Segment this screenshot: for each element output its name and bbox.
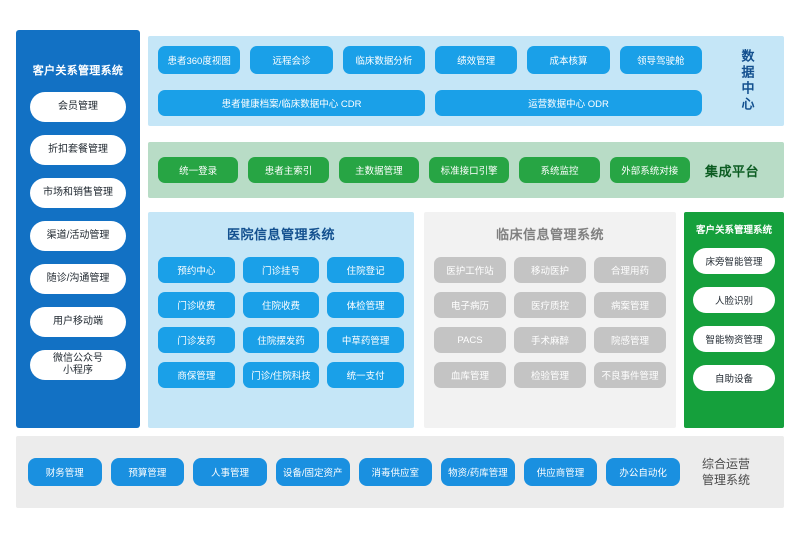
cis-chip-blood-bank[interactable]: 血库管理 [434, 362, 506, 388]
operations-bar-section: 财务管理 预算管理 人事管理 设备/固定资产 消毒供应室 物资/药库管理 供应商… [16, 436, 784, 508]
his-chip-inpatient-pharmacy[interactable]: 住院摆发药 [242, 327, 320, 353]
ops-chip-hr-management[interactable]: 人事管理 [193, 458, 267, 486]
data-center-content: 患者360度视图 远程会诊 临床数据分析 绩效管理 成本核算 领导驾驶舱 患者健… [148, 36, 710, 126]
cis-chip-rational-drug-use[interactable]: 合理用药 [594, 257, 666, 283]
cis-chip-infection-control[interactable]: 院感管理 [594, 327, 666, 353]
crm-sidebar: 客户关系管理系统 会员管理 折扣套餐管理 市场和销售管理 渠道/活动管理 随诊/… [16, 30, 140, 428]
integration-chip-standard-interface-engine[interactable]: 标准接口引擎 [428, 157, 510, 183]
cis-chip-mobile-nursing[interactable]: 移动医护 [514, 257, 586, 283]
his-chip-outpatient-inpatient-tech[interactable]: 门诊/住院科技 [242, 362, 320, 388]
cis-chip-medical-record-management[interactable]: 病案管理 [594, 292, 666, 318]
cis-chip-medical-quality-control[interactable]: 医疗质控 [514, 292, 586, 318]
data-center-section-label: 数据中心 [739, 49, 755, 113]
his-chip-outpatient-registration[interactable]: 门诊挂号 [242, 257, 320, 283]
ops-chip-budget-management[interactable]: 预算管理 [110, 458, 185, 486]
operations-bar-section-label: 综合运营管理系统 [701, 456, 750, 487]
crm-sidebar-item-user-mobile[interactable]: 用户移动端 [30, 307, 126, 337]
his-chip-health-checkup[interactable]: 体检管理 [327, 292, 404, 318]
crm-right-panel: 客户关系管理系统 床旁智能管理 人脸识别 智能物资管理 自助设备 [684, 212, 784, 428]
data-center-chip-clinical-data-analysis[interactable]: 临床数据分析 [342, 46, 425, 74]
data-center-bar-row: 患者健康档案/临床数据中心 CDR 运营数据中心 ODR [158, 90, 702, 116]
crm-sidebar-item-discount-package[interactable]: 折扣套餐管理 [30, 135, 126, 165]
operations-chip-row: 财务管理 预算管理 人事管理 设备/固定资产 消毒供应室 物资/药库管理 供应商… [28, 458, 680, 486]
data-center-chip-patient-360-view[interactable]: 患者360度视图 [158, 46, 241, 74]
integration-chip-master-data-management[interactable]: 主数据管理 [338, 157, 419, 183]
crm-sidebar-item-followup-communication[interactable]: 随诊/沟通管理 [30, 264, 126, 294]
cis-chip-lab-management[interactable]: 检验管理 [514, 362, 586, 388]
ops-chip-finance-management[interactable]: 财务管理 [28, 458, 102, 486]
cis-chip-adverse-event-management[interactable]: 不良事件管理 [594, 362, 666, 388]
cis-panel: 临床信息管理系统 医护工作站 移动医护 合理用药 电子病历 医疗质控 病案管理 … [424, 212, 676, 428]
cis-chip-emr[interactable]: 电子病历 [434, 292, 506, 318]
data-center-chip-performance-management[interactable]: 绩效管理 [434, 46, 518, 74]
ops-chip-supplier-management[interactable]: 供应商管理 [523, 458, 598, 486]
data-center-bar-odr[interactable]: 运营数据中心 ODR [435, 90, 702, 116]
cis-chip-pacs[interactable]: PACS [434, 327, 506, 353]
crm-right-item-self-service-device[interactable]: 自助设备 [693, 365, 775, 391]
crm-sidebar-item-membership[interactable]: 会员管理 [30, 92, 126, 122]
data-center-chip-cost-accounting[interactable]: 成本核算 [527, 46, 610, 74]
integration-chip-external-system-docking[interactable]: 外部系统对接 [609, 157, 690, 183]
his-panel-title: 医院信息管理系统 [226, 227, 335, 242]
crm-right-item-smart-material-management[interactable]: 智能物资管理 [693, 326, 775, 352]
his-chip-grid: 预约中心 门诊挂号 住院登记 门诊收费 住院收费 体检管理 门诊发药 住院摆发药… [158, 257, 404, 388]
ops-chip-sterilization-supply[interactable]: 消毒供应室 [358, 458, 433, 486]
data-center-chip-executive-dashboard[interactable]: 领导驾驶舱 [619, 46, 702, 74]
data-center-chip-row: 患者360度视图 远程会诊 临床数据分析 绩效管理 成本核算 领导驾驶舱 [158, 46, 702, 74]
his-chip-outpatient-billing[interactable]: 门诊收费 [158, 292, 235, 318]
data-center-chip-remote-consultation[interactable]: 远程会诊 [250, 46, 333, 74]
his-chip-herbal-medicine[interactable]: 中草药管理 [327, 327, 404, 353]
crm-right-item-face-recognition[interactable]: 人脸识别 [693, 287, 775, 313]
his-panel: 医院信息管理系统 预约中心 门诊挂号 住院登记 门诊收费 住院收费 体检管理 门… [148, 212, 414, 428]
integration-platform-chip-row: 统一登录 患者主索引 主数据管理 标准接口引擎 系统监控 外部系统对接 [158, 157, 690, 183]
crm-right-panel-title: 客户关系管理系统 [695, 225, 772, 236]
data-center-bar-cdr[interactable]: 患者健康档案/临床数据中心 CDR [158, 90, 425, 116]
integration-chip-system-monitoring[interactable]: 系统监控 [519, 157, 600, 183]
his-chip-unified-payment[interactable]: 统一支付 [327, 362, 404, 388]
integration-platform-section: 统一登录 患者主索引 主数据管理 标准接口引擎 系统监控 外部系统对接 集成平台 [148, 142, 784, 198]
crm-right-item-bedside-smart-management[interactable]: 床旁智能管理 [693, 248, 775, 274]
ops-chip-materials-pharmacy-warehouse[interactable]: 物资/药库管理 [441, 458, 515, 486]
crm-sidebar-item-wechat-miniprogram[interactable]: 微信公众号小程序 [30, 350, 126, 380]
integration-chip-unified-login[interactable]: 统一登录 [158, 157, 239, 183]
cis-chip-nursing-workstation[interactable]: 医护工作站 [434, 257, 506, 283]
ops-chip-office-automation[interactable]: 办公自动化 [606, 458, 680, 486]
crm-sidebar-item-marketing-sales[interactable]: 市场和销售管理 [30, 178, 126, 208]
cis-chip-surgery-anesthesia[interactable]: 手术麻醉 [514, 327, 586, 353]
crm-sidebar-item-channel-campaign[interactable]: 渠道/活动管理 [30, 221, 126, 251]
cis-panel-title: 临床信息管理系统 [495, 227, 604, 242]
his-chip-outpatient-pharmacy[interactable]: 门诊发药 [158, 327, 235, 353]
crm-sidebar-title: 客户关系管理系统 [32, 65, 124, 77]
data-center-section: 患者360度视图 远程会诊 临床数据分析 绩效管理 成本核算 领导驾驶舱 患者健… [148, 36, 784, 126]
his-chip-inpatient-admission[interactable]: 住院登记 [327, 257, 404, 283]
integration-platform-section-label: 集成平台 [704, 163, 759, 179]
cis-chip-grid: 医护工作站 移动医护 合理用药 电子病历 医疗质控 病案管理 PACS 手术麻醉… [434, 257, 666, 388]
his-chip-inpatient-billing[interactable]: 住院收费 [242, 292, 320, 318]
integration-chip-patient-master-index[interactable]: 患者主索引 [248, 157, 329, 183]
his-chip-appointment-center[interactable]: 预约中心 [158, 257, 235, 283]
ops-chip-equipment-fixed-assets[interactable]: 设备/固定资产 [275, 458, 350, 486]
his-chip-commercial-insurance[interactable]: 商保管理 [158, 362, 235, 388]
